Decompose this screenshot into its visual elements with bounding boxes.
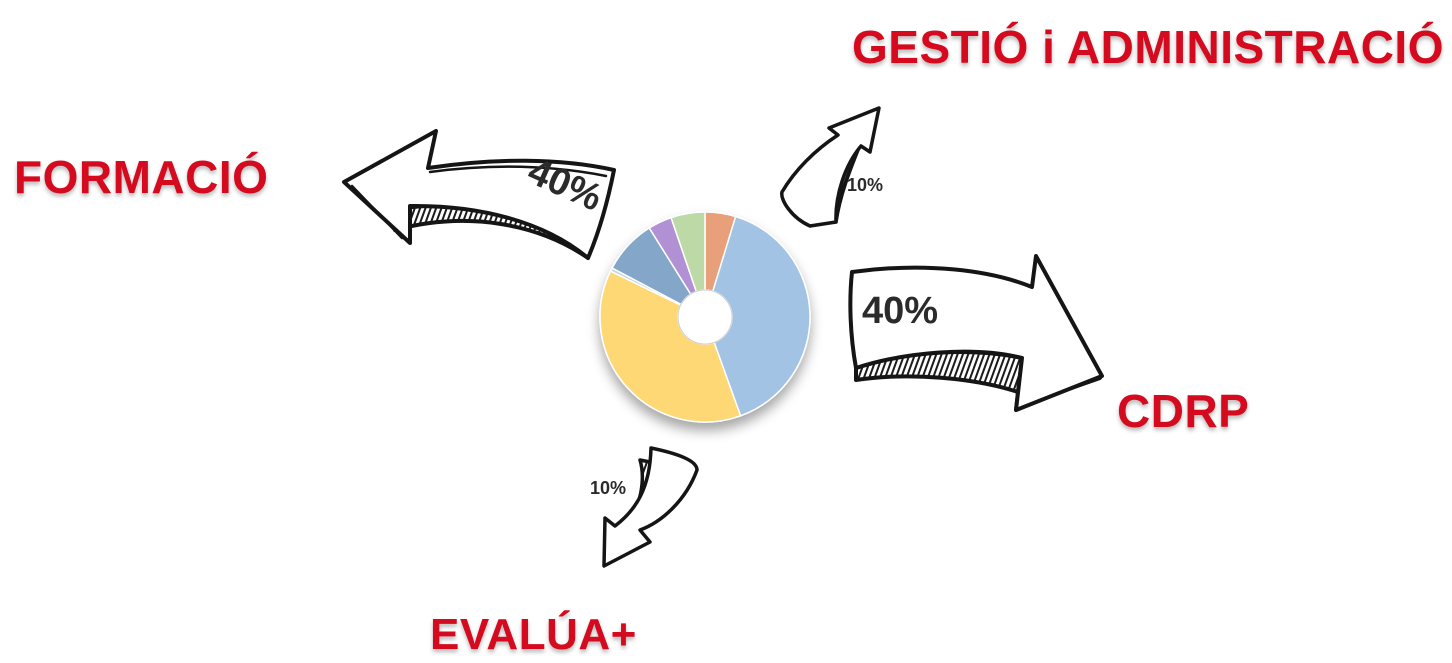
cdrp-arrow: [848, 254, 1104, 412]
gestio-pct-label: 10%: [847, 175, 883, 195]
formacio-arrow-body: [342, 129, 616, 260]
formacio-arrow: [342, 129, 616, 260]
gestio-arrow-body: [780, 106, 881, 228]
cdrp-label: CDRP: [1117, 385, 1250, 437]
evalua-arrow: [602, 446, 699, 568]
formacio-label: FORMACIÓ: [14, 151, 269, 203]
donut-hole: [677, 289, 733, 345]
gestio-arrow: [780, 106, 881, 228]
evalua-pct-label: 10%: [590, 478, 626, 498]
formacio-arrow-edge: [350, 165, 608, 240]
cdrp-pct-label: 40%: [862, 290, 938, 332]
evalua-arrow-body: [602, 446, 699, 568]
donut-chart: [599, 211, 811, 423]
cdrp-arrow-body: [848, 254, 1104, 412]
gestio-label: GESTIÓ i ADMINISTRACIÓ: [852, 21, 1444, 73]
evalua-label: EVALÚA+: [430, 610, 637, 659]
